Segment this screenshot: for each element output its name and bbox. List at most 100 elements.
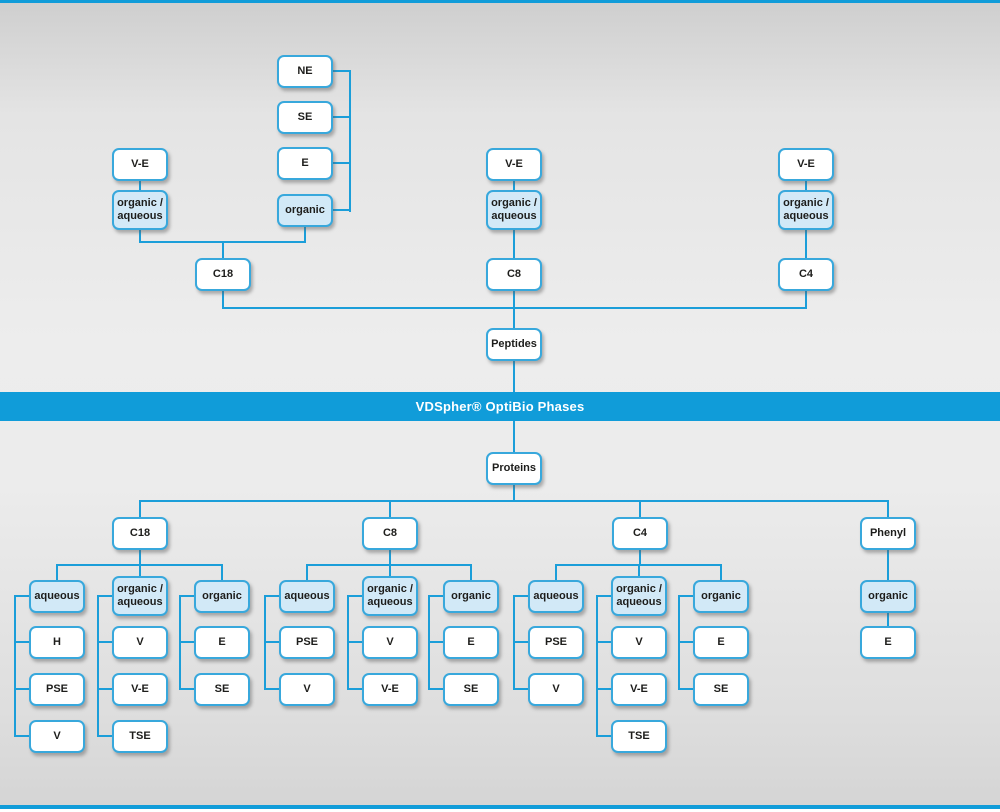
- connector-line: [389, 549, 391, 566]
- title-banner: VDSpher® OptiBio Phases: [0, 392, 1000, 421]
- connector-line: [331, 70, 351, 72]
- connector-line: [428, 688, 444, 690]
- connector-line: [139, 549, 141, 566]
- node-prot-c18-orgaq-v: V: [112, 626, 168, 659]
- node-pep-c8-orgaq: organic / aqueous: [486, 190, 542, 230]
- node-prot-c4-organic-e: E: [693, 626, 749, 659]
- node-prot-c8-aqueous-v: V: [279, 673, 335, 706]
- connector-line: [389, 564, 391, 577]
- node-prot-c4-aqueous-v: V: [528, 673, 584, 706]
- connector-line: [596, 595, 612, 597]
- connector-line: [306, 564, 308, 581]
- node-prot-c8-orgaq: organic / aqueous: [362, 576, 418, 616]
- connector-line: [513, 229, 515, 259]
- node-prot-c4-organic: organic: [693, 580, 749, 613]
- connector-line: [179, 641, 195, 643]
- connector-line: [555, 564, 557, 581]
- node-prot-c4: C4: [612, 517, 668, 550]
- node-prot-c18-orgaq-tse: TSE: [112, 720, 168, 753]
- connector-line: [678, 641, 694, 643]
- connector-line: [14, 688, 30, 690]
- node-peptides: Peptides: [486, 328, 542, 361]
- connector-line: [678, 595, 694, 597]
- connector-line: [805, 180, 807, 191]
- connector-line: [513, 641, 529, 643]
- connector-line: [179, 595, 195, 597]
- connector-line: [347, 688, 363, 690]
- node-prot-phenyl-organic-e: E: [860, 626, 916, 659]
- node-pep-c4-ve: V-E: [778, 148, 834, 181]
- connector-line: [14, 735, 30, 737]
- connector-line: [887, 549, 889, 581]
- node-prot-c4-orgaq-tse: TSE: [611, 720, 667, 753]
- node-prot-c18-organic-se: SE: [194, 673, 250, 706]
- connector-line: [349, 70, 351, 212]
- connector-line: [222, 290, 224, 309]
- node-pep-c8: C8: [486, 258, 542, 291]
- node-pep-c18-ve: V-E: [112, 148, 168, 181]
- node-prot-c8-aqueous: aqueous: [279, 580, 335, 613]
- connector-line: [97, 688, 113, 690]
- connector-line: [221, 564, 223, 581]
- node-prot-c4-orgaq-ve: V-E: [611, 673, 667, 706]
- node-prot-c4-aqueous: aqueous: [528, 580, 584, 613]
- connector-line: [513, 290, 515, 329]
- connector-line: [347, 595, 363, 597]
- banner-title: VDSpher® OptiBio Phases: [415, 399, 585, 414]
- node-prot-c18: C18: [112, 517, 168, 550]
- connector-line: [139, 564, 141, 577]
- connector-line: [805, 229, 807, 259]
- node-prot-c18-orgaq-ve: V-E: [112, 673, 168, 706]
- node-prot-c8-aqueous-pse: PSE: [279, 626, 335, 659]
- connector-line: [139, 229, 141, 243]
- connector-line: [513, 484, 515, 502]
- node-prot-c18-aqueous-h: H: [29, 626, 85, 659]
- node-pep-se: SE: [277, 101, 333, 134]
- connector-line: [56, 564, 58, 581]
- connector-line: [513, 595, 529, 597]
- node-prot-c4-organic-se: SE: [693, 673, 749, 706]
- connector-line: [139, 500, 141, 518]
- connector-line: [347, 641, 363, 643]
- connector-line: [596, 595, 598, 737]
- connector-line: [887, 612, 889, 627]
- node-pep-c8-ve: V-E: [486, 148, 542, 181]
- connector-line: [139, 500, 889, 502]
- node-prot-c8-orgaq-v: V: [362, 626, 418, 659]
- node-prot-c4-orgaq: organic / aqueous: [611, 576, 667, 616]
- connector-line: [331, 209, 351, 211]
- connector-line: [887, 500, 889, 518]
- connector-line: [14, 641, 30, 643]
- node-prot-c4-aqueous-pse: PSE: [528, 626, 584, 659]
- connector-line: [97, 595, 113, 597]
- connector-line: [513, 420, 515, 453]
- connector-line: [513, 180, 515, 191]
- node-prot-c18-organic-e: E: [194, 626, 250, 659]
- connector-line: [97, 735, 113, 737]
- connector-line: [639, 500, 641, 518]
- top-accent-stripe: [0, 0, 1000, 3]
- node-pep-c18: C18: [195, 258, 251, 291]
- connector-line: [428, 641, 444, 643]
- connector-line: [513, 688, 529, 690]
- connector-line: [14, 595, 16, 737]
- connector-line: [389, 500, 391, 518]
- connector-line: [97, 641, 113, 643]
- node-prot-c18-aqueous-pse: PSE: [29, 673, 85, 706]
- connector-line: [304, 226, 306, 243]
- connector-line: [678, 688, 694, 690]
- connector-line: [139, 180, 141, 191]
- node-prot-phenyl: Phenyl: [860, 517, 916, 550]
- node-prot-c18-aqueous-v: V: [29, 720, 85, 753]
- node-pep-c4-orgaq: organic / aqueous: [778, 190, 834, 230]
- node-prot-c8-orgaq-ve: V-E: [362, 673, 418, 706]
- node-pep-c4: C4: [778, 258, 834, 291]
- connector-line: [596, 688, 612, 690]
- node-prot-c8-organic: organic: [443, 580, 499, 613]
- connector-line: [222, 241, 224, 259]
- connector-line: [331, 162, 351, 164]
- connector-line: [513, 360, 515, 393]
- connector-line: [331, 116, 351, 118]
- connector-line: [639, 549, 641, 566]
